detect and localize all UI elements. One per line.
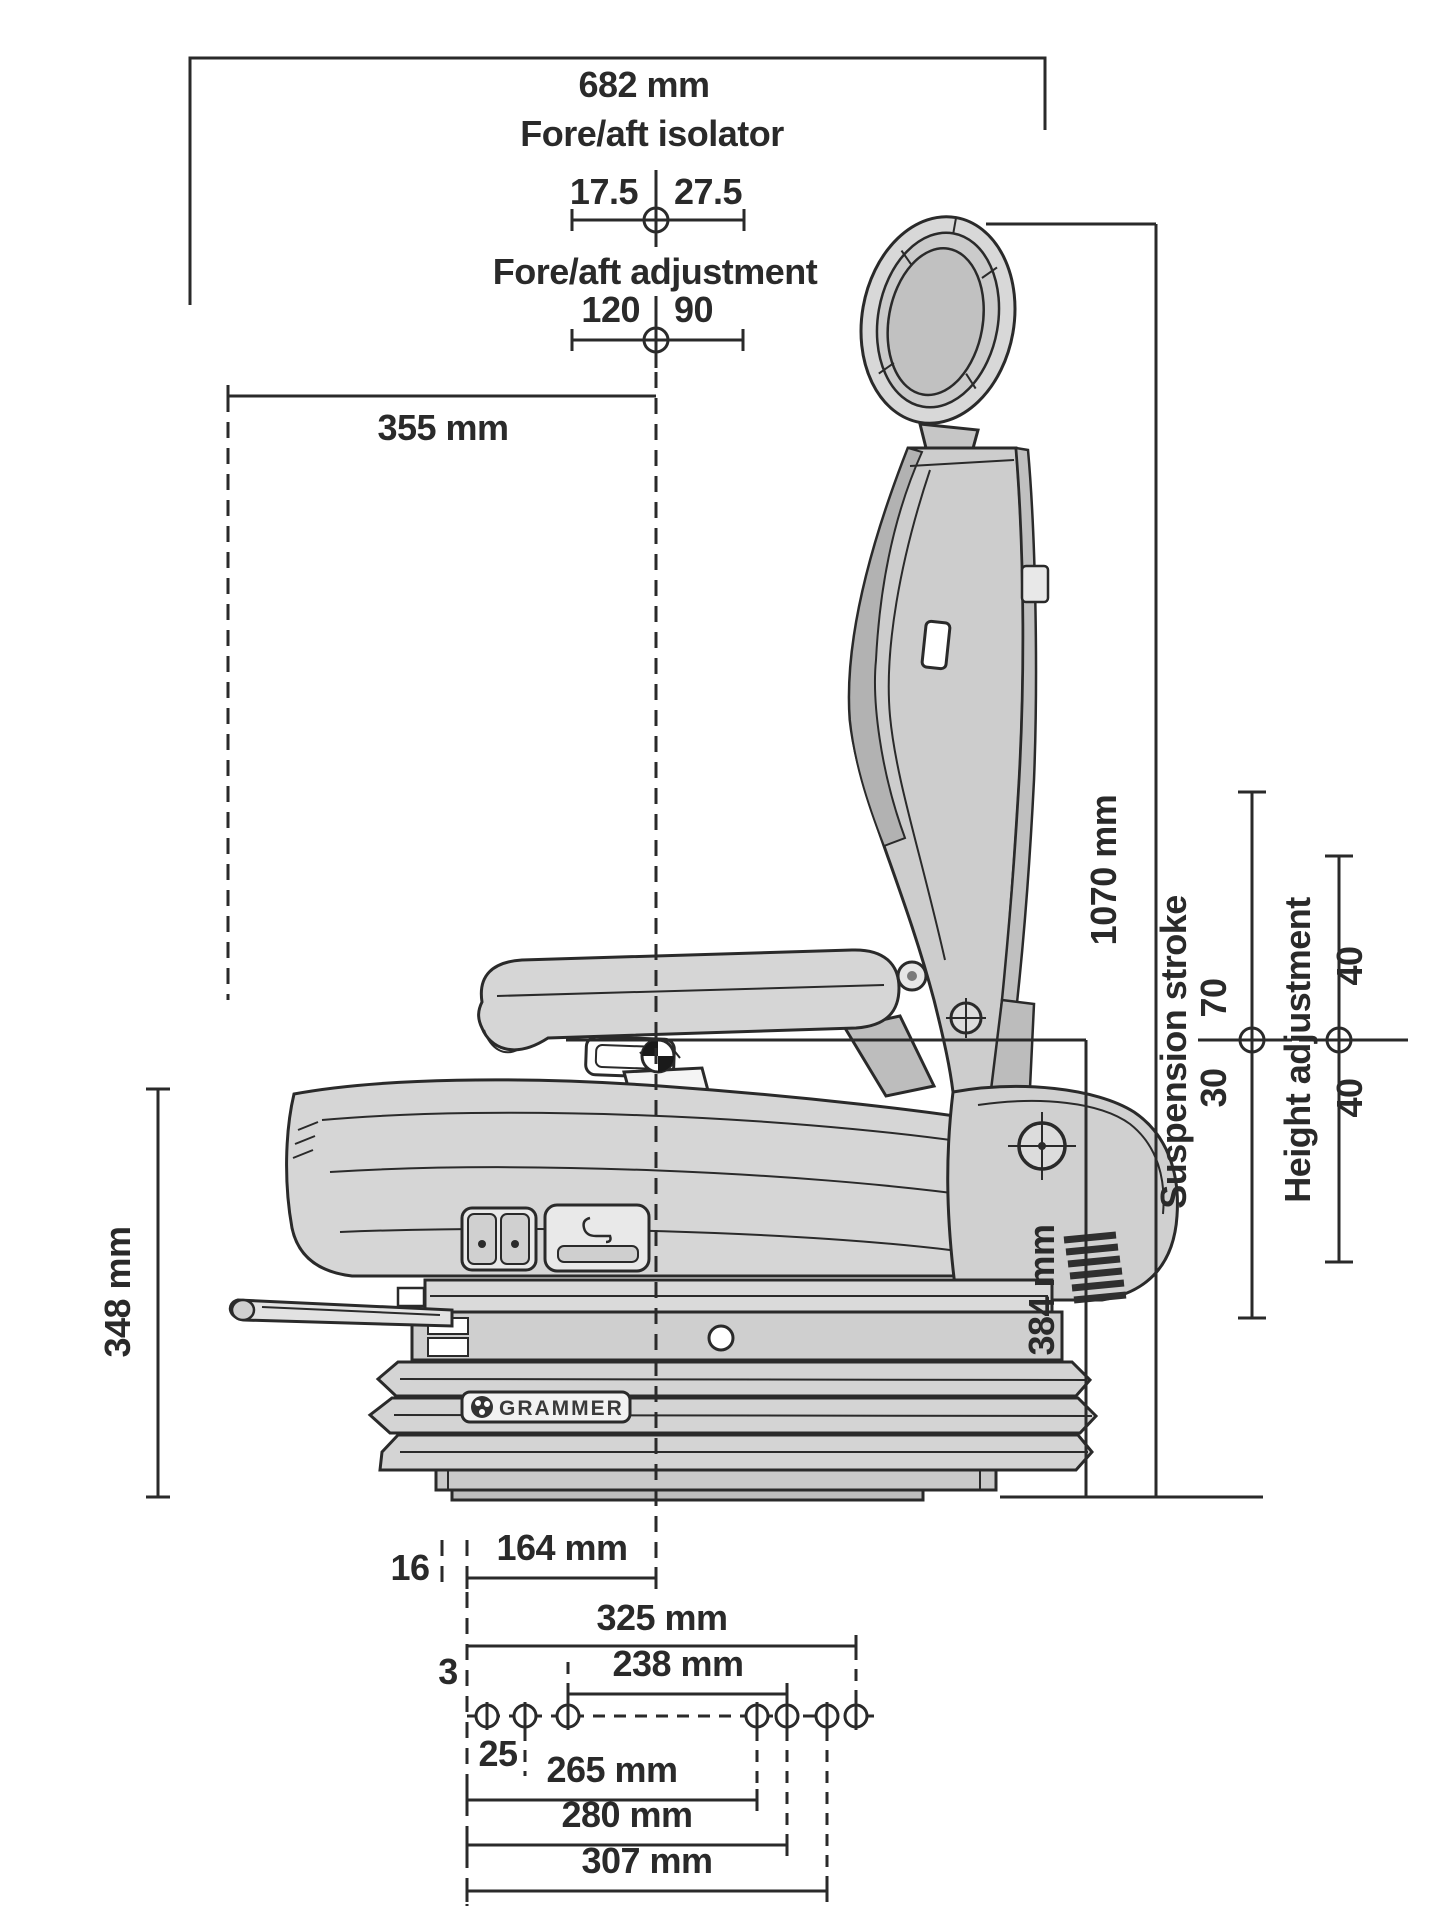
backrest-bolster [848, 446, 924, 848]
adjustment-right-value: 90 [674, 289, 713, 330]
isolator-label: Fore/aft isolator [520, 113, 784, 154]
armrest [477, 948, 937, 1098]
seat-side-frame [946, 1085, 1179, 1304]
dim-384: 384 mm [1021, 1040, 1088, 1497]
dim-fore-aft-adjustment: Fore/aft adjustment 120 90 [493, 251, 818, 369]
dim-682: 682 mm [188, 56, 1047, 305]
height-upper-value: 40 [1329, 946, 1370, 985]
seat-illustration: GRAMMER [228, 215, 1179, 1502]
sip-marker-icon [640, 1038, 676, 1074]
dim-rail-holes: 16 164 mm 325 mm 3 238 mm 25 265 mm [390, 1527, 874, 1906]
dim-3-label: 3 [438, 1651, 458, 1692]
dim-164-label: 164 mm [496, 1527, 627, 1568]
recline-pivot-icon [946, 998, 986, 1038]
adjustment-left-value: 120 [581, 289, 640, 330]
bellows: GRAMMER [367, 1360, 1099, 1472]
dim-280-label: 280 mm [561, 1794, 692, 1835]
dim-suspension-stroke: Suspension stroke 70 30 [1153, 790, 1294, 1320]
headrest [859, 215, 1017, 425]
height-lower-value: 40 [1329, 1078, 1370, 1117]
height-label: Height adjustment [1277, 897, 1318, 1203]
recline-lever [228, 1298, 454, 1328]
mounting-holes [474, 1702, 869, 1730]
dim-16-label: 16 [390, 1547, 429, 1588]
backrest [847, 446, 1050, 1104]
toggle-switch-panel [460, 1206, 538, 1272]
dim-325-label: 325 mm [596, 1597, 727, 1638]
grammer-badge: GRAMMER [460, 1390, 632, 1424]
base-rails [434, 1468, 998, 1502]
dim-1070-label: 1070 mm [1083, 795, 1124, 946]
suspension-lower-value: 30 [1193, 1068, 1234, 1107]
dim-384-label: 384 mm [1021, 1224, 1062, 1355]
dim-348-label: 348 mm [97, 1226, 138, 1357]
dim-307-label: 307 mm [581, 1840, 712, 1881]
suspension-upper-value: 70 [1193, 978, 1234, 1017]
belt-guide-slot [920, 619, 952, 671]
grammer-logo-text: GRAMMER [499, 1397, 624, 1420]
heater-switch-panel [543, 1203, 651, 1273]
isolator-left-value: 17.5 [570, 171, 639, 212]
rear-clip [1020, 564, 1050, 604]
vent-ribs [1063, 1231, 1127, 1304]
dim-1070: 1070 mm [986, 222, 1158, 1497]
seat-heater-icon [582, 1216, 612, 1244]
dim-fore-aft-isolator: Fore/aft isolator 17.5 27.5 [520, 113, 785, 249]
adjustment-label: Fore/aft adjustment [493, 251, 818, 292]
dim-682-label: 682 mm [578, 64, 709, 105]
dim-265-label: 265 mm [546, 1749, 677, 1790]
suspension-label: Suspension stroke [1153, 895, 1194, 1209]
isolator-right-value: 27.5 [674, 171, 743, 212]
dim-25-label: 25 [478, 1733, 518, 1774]
frame-crosshair-icon [1008, 1112, 1076, 1180]
dim-348: 348 mm [97, 1087, 170, 1499]
dim-355-label: 355 mm [377, 407, 508, 448]
dim-238-label: 238 mm [612, 1643, 743, 1684]
dim-height-adjustment: Height adjustment 40 40 [1277, 854, 1381, 1264]
dim-355: 355 mm [226, 385, 656, 1000]
suspension-plates [396, 1278, 1064, 1362]
